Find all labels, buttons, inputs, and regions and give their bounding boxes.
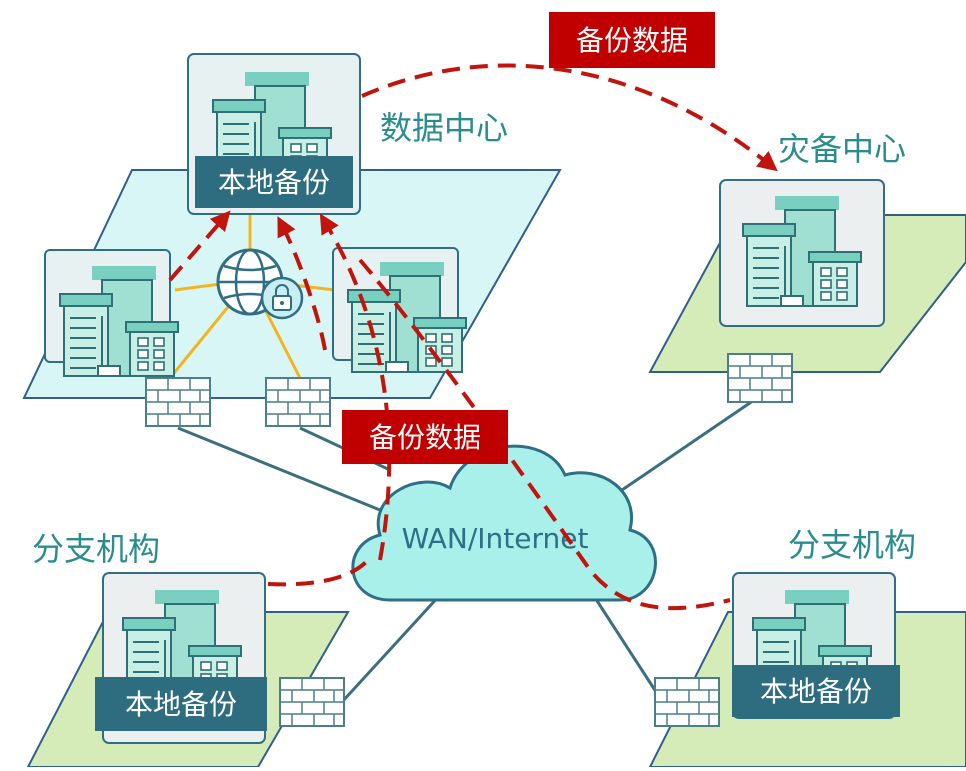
- branch-right-title: 分支机构: [788, 526, 916, 564]
- branch-left-title: 分支机构: [32, 530, 160, 568]
- wan-label: WAN/Internet: [402, 522, 589, 555]
- dr-center-title: 灾备中心: [778, 130, 906, 168]
- backup-data-top-label: 备份数据: [576, 24, 688, 57]
- backup-data-badge-mid: [342, 410, 508, 464]
- data-center-server-box: 本地备份: [187, 53, 361, 215]
- local-backup-branch-right-label: 本地备份: [760, 675, 872, 708]
- branch-right-server-box: 本地备份: [732, 572, 900, 719]
- backup-data-badge-top: [549, 12, 715, 68]
- firewall-icon: [145, 377, 211, 427]
- data-center-title: 数据中心: [380, 109, 508, 147]
- lock-icon: [260, 276, 304, 320]
- firewall-icon: [727, 353, 793, 403]
- firewall-icon: [654, 677, 720, 727]
- local-backup-branch-left-label: 本地备份: [125, 688, 237, 721]
- firewall-icon: [279, 677, 345, 727]
- branch-left-server-box: 本地备份: [95, 572, 267, 744]
- cloud-icon: WAN/Internet: [351, 444, 657, 602]
- dr-center-server-box: [719, 179, 885, 327]
- backup-flow-lines: [168, 63, 778, 611]
- dc-building-left: [44, 249, 179, 377]
- local-backup-dc-label: 本地备份: [218, 166, 330, 199]
- backup-data-mid-label: 备份数据: [369, 421, 481, 454]
- firewall-icon: [265, 377, 331, 427]
